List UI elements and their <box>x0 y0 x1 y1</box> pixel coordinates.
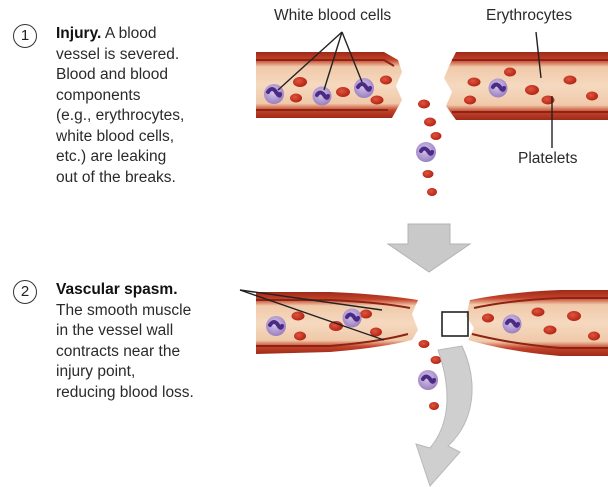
step-2-line-4: contracts near the <box>56 342 256 363</box>
step-2-description: Vascular spasm. The smooth muscle in the… <box>56 280 256 403</box>
step-1-line-8: out of the breaks. <box>56 168 246 189</box>
step-1-line-6: white blood cells, <box>56 127 246 148</box>
label-erythrocytes: Erythrocytes <box>486 7 572 25</box>
curved-arrow <box>416 346 472 486</box>
label-platelets: Platelets <box>518 150 577 168</box>
step-2-number: 2 <box>13 280 37 304</box>
step-1-number: 1 <box>13 24 37 48</box>
leaking-cells-1 <box>416 100 442 197</box>
step-1-line-4: components <box>56 86 246 107</box>
step-2-line-3: in the vessel wall <box>56 321 256 342</box>
step-2-title: Vascular spasm. <box>56 281 178 298</box>
vessel-segment-right-2 <box>466 290 608 356</box>
down-arrow <box>388 224 470 272</box>
step-1-line-3: Blood and blood <box>56 65 246 86</box>
step-1-line-2: vessel is severed. <box>56 45 246 66</box>
label-white-blood-cells: White blood cells <box>274 7 391 25</box>
zoom-box <box>442 312 468 336</box>
step-2-line-2: The smooth muscle <box>56 301 256 322</box>
step-2-line-5: injury point, <box>56 362 256 383</box>
step-1-line-7: etc.) are leaking <box>56 147 246 168</box>
vessel-segment-right-1 <box>444 52 608 120</box>
step-1-description: Injury. A blood vessel is severed. Blood… <box>56 24 246 188</box>
step-1-line-5: (e.g., erythrocytes, <box>56 106 246 127</box>
step-1-line-1: A blood <box>105 25 157 42</box>
step-1-title: Injury. <box>56 25 101 42</box>
step-2-line-6: reducing blood loss. <box>56 383 256 404</box>
